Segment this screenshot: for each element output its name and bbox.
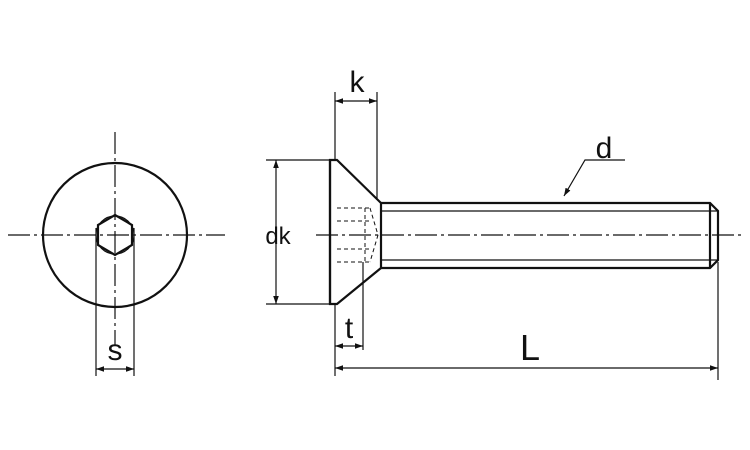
d-label: d	[596, 132, 613, 165]
t-label: t	[345, 312, 354, 345]
head-outline	[328, 158, 383, 306]
s-label: s	[108, 334, 123, 367]
dk-label: dk	[265, 223, 291, 250]
hex-socket	[96, 213, 134, 257]
L-label: L	[520, 327, 540, 368]
k-label: k	[350, 66, 366, 99]
end-view: s	[8, 132, 225, 376]
d-leader-line	[563, 159, 625, 197]
side-view: k dk d t L	[265, 66, 745, 380]
